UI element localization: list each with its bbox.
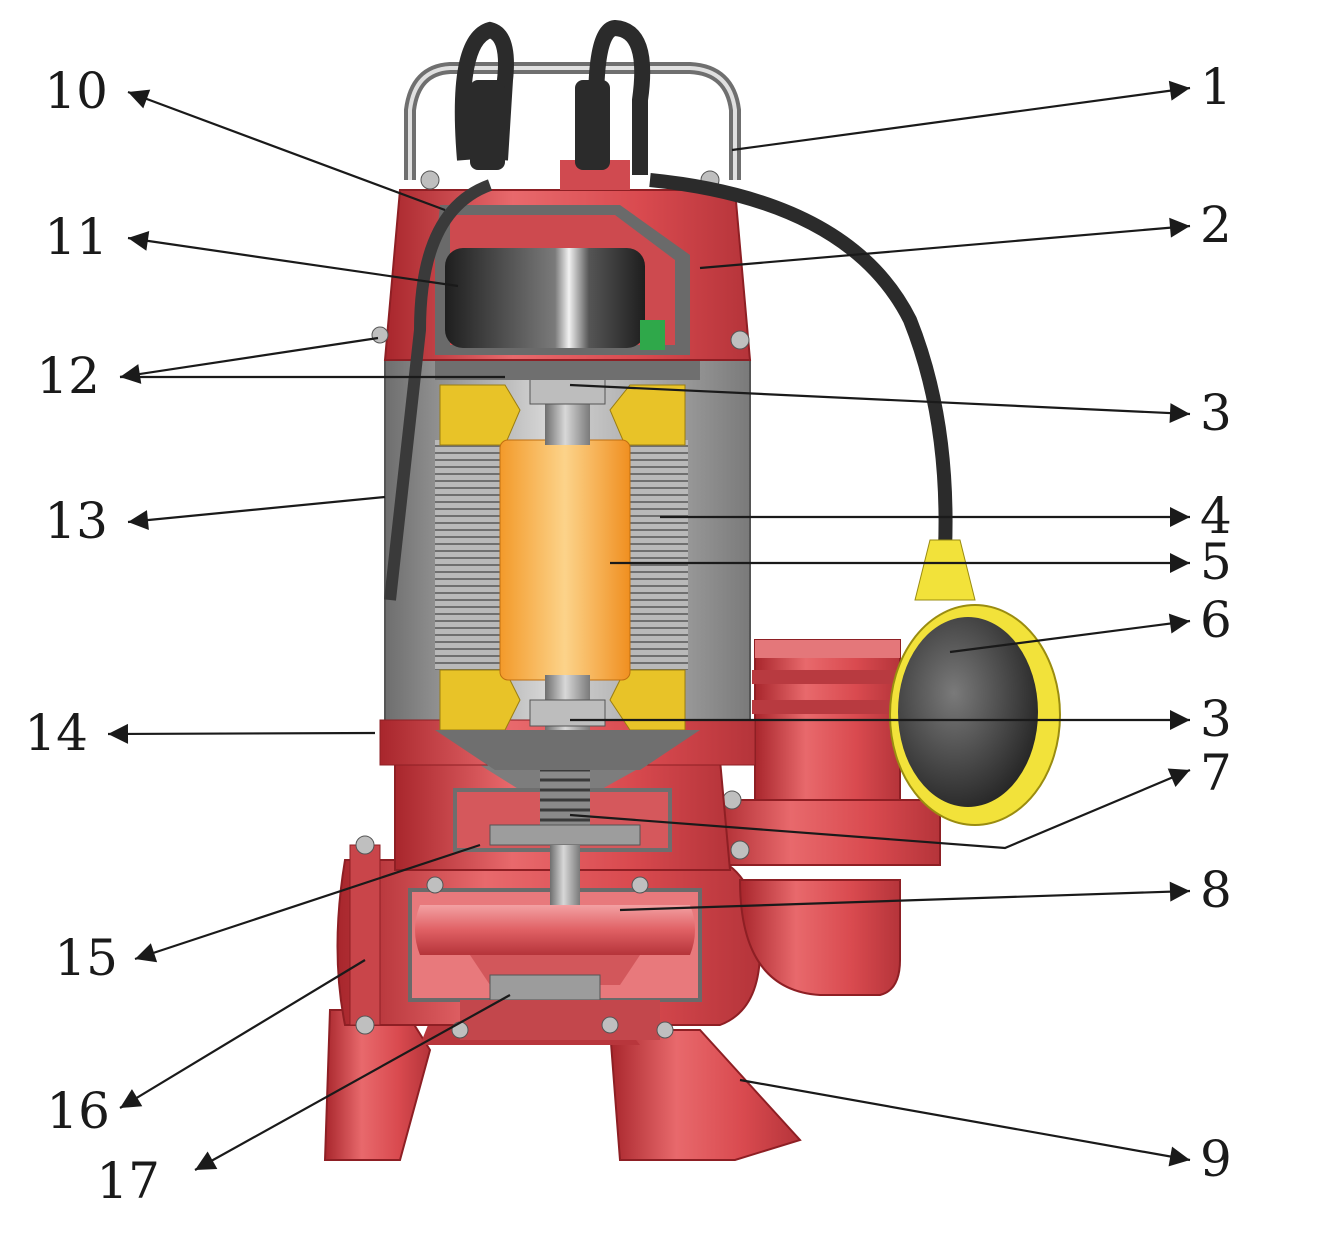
callout-arrow-icon (1169, 881, 1190, 902)
callout-leader-line (134, 843, 481, 961)
callout-arrow-icon (120, 1089, 143, 1108)
callout-leader-line (107, 731, 376, 736)
callout-leader-line (739, 1078, 1191, 1162)
callout-13: 13 (44, 492, 386, 550)
callout-arrow-icon (128, 510, 149, 531)
callout-leader-line (127, 90, 446, 212)
callout-leader-line (127, 236, 459, 288)
pump-illustration (323, 19, 1061, 1161)
callout-leader-line (731, 86, 1191, 152)
callout-number: 14 (24, 704, 88, 762)
callout-arrow-icon (1170, 710, 1190, 730)
callout-10: 10 (44, 62, 446, 212)
callout-15: 15 (54, 843, 481, 987)
top-cover (371, 160, 752, 361)
callout-arrow-icon (1170, 507, 1190, 527)
callout-arrow-icon (120, 364, 142, 384)
callout-arrow-icon (135, 943, 158, 963)
callout-arrow-icon (1167, 768, 1190, 787)
callout-number: 11 (44, 208, 108, 266)
terminal-block (640, 320, 665, 350)
callout-number: 2 (1200, 196, 1232, 254)
callout-leader-line (569, 768, 1191, 850)
callout-arrow-icon (128, 230, 150, 251)
callout-leader-line (949, 619, 1191, 654)
callout-arrow-icon (1168, 1146, 1190, 1167)
capacitor (445, 248, 645, 348)
float-switch (889, 539, 1061, 826)
callout-number: 16 (46, 1082, 110, 1140)
callout-11: 11 (44, 208, 459, 288)
callout-number: 1 (1200, 58, 1232, 116)
callout-leader-line (699, 224, 1191, 270)
callout-arrow-icon (1169, 403, 1190, 424)
callout-12: 12 (36, 336, 505, 405)
callout-7: 7 (569, 744, 1232, 850)
lower-bearing (529, 699, 606, 727)
callout-arrow-icon (1168, 613, 1190, 634)
callout-number: 3 (1200, 690, 1232, 748)
callout-17: 17 (96, 994, 511, 1210)
callout-3: 3 (569, 383, 1232, 442)
power-cables (384, 19, 953, 601)
callout-arrow-icon (128, 89, 151, 109)
callout-number: 3 (1200, 384, 1232, 442)
callout-arrow-icon (195, 1151, 218, 1170)
callout-arrow-icon (108, 723, 129, 744)
callout-number: 10 (44, 62, 108, 120)
volute-casing (336, 835, 762, 1040)
callout-5: 5 (610, 533, 1232, 591)
callout-number: 15 (54, 929, 118, 987)
callout-number: 5 (1200, 533, 1232, 591)
callout-number: 8 (1200, 861, 1232, 919)
callout-number: 6 (1200, 591, 1232, 649)
callout-leader-line (119, 336, 379, 379)
callout-14: 14 (24, 704, 376, 762)
callout-number: 9 (1200, 1130, 1232, 1188)
callout-leader-line (127, 495, 386, 524)
callout-arrow-icon (1170, 553, 1190, 573)
stator-windings (439, 384, 686, 731)
callout-number: 12 (36, 347, 100, 405)
callout-number: 13 (44, 492, 108, 550)
callout-2: 2 (699, 196, 1232, 270)
upper-bearing (529, 377, 606, 405)
callout-number: 7 (1200, 744, 1232, 802)
callout-16: 16 (46, 959, 366, 1140)
rotor (499, 439, 631, 681)
callout-number: 4 (1200, 487, 1232, 545)
callout-leader-line (119, 959, 366, 1109)
callout-3: 3 (570, 690, 1232, 748)
callout-arrow-icon (1169, 217, 1190, 238)
callout-leader-line (619, 889, 1191, 912)
motor-casing (379, 359, 756, 770)
callout-1: 1 (731, 58, 1232, 152)
callout-9: 9 (739, 1078, 1232, 1188)
callout-6: 6 (949, 591, 1232, 654)
callout-4: 4 (660, 487, 1232, 545)
callout-8: 8 (619, 861, 1232, 919)
callout-leader-line (569, 383, 1191, 416)
callout-leader-line (194, 994, 511, 1171)
callout-arrow-icon (1168, 80, 1190, 101)
stator-core (435, 440, 688, 670)
float-cable (649, 173, 953, 551)
callout-number: 17 (96, 1152, 160, 1210)
mechanical-seal-spring (540, 760, 590, 830)
